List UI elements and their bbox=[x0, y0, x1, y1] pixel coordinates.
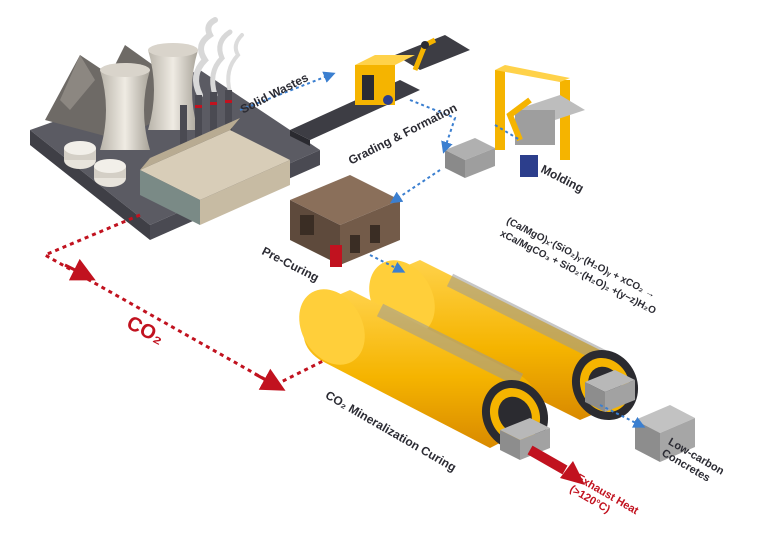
power-plant bbox=[30, 17, 320, 240]
pre-curing-building bbox=[290, 175, 400, 267]
curing-tank-front bbox=[299, 289, 635, 460]
molding-machine bbox=[445, 65, 585, 178]
solid-flow-lines bbox=[239, 71, 646, 428]
exhaust-heat-arrow bbox=[527, 445, 585, 485]
low-carbon-concrete-stack bbox=[635, 405, 695, 462]
grading-formation-machine bbox=[290, 35, 470, 146]
co2-flow-line bbox=[41, 213, 326, 391]
